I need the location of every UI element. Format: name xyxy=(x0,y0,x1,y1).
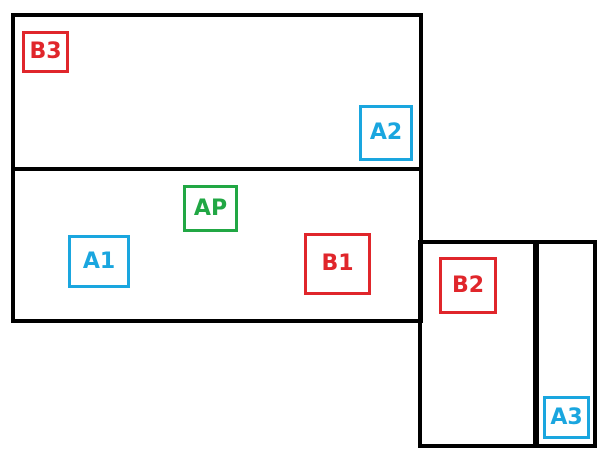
label-b3: B3 xyxy=(22,31,69,73)
room-bottom-right xyxy=(533,240,597,448)
label-b2: B2 xyxy=(439,257,497,314)
label-a2: A2 xyxy=(359,105,413,161)
label-b1: B1 xyxy=(304,233,371,295)
room-bottom-left xyxy=(418,240,539,448)
label-a1: A1 xyxy=(68,235,130,288)
label-ap: AP xyxy=(183,185,238,232)
label-a3: A3 xyxy=(543,396,590,439)
